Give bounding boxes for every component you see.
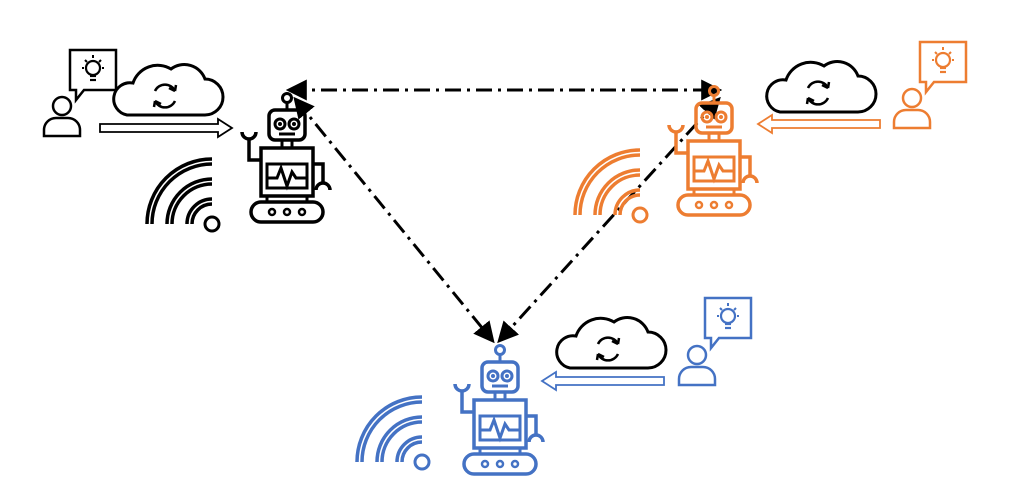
- wireless-signal-icon: [355, 395, 431, 471]
- cloud-sync-icon: [765, 60, 878, 114]
- hollow-arrow-right: [99, 117, 234, 139]
- link-agent2-agent3: [497, 96, 721, 344]
- link-agent1-agent3: [293, 96, 495, 344]
- user-icon: [677, 344, 717, 387]
- agent-2-group: [573, 40, 968, 224]
- robot-icon: [240, 91, 332, 224]
- lightbulb-speech-bubble-icon: [703, 296, 753, 350]
- hollow-arrow-left: [540, 370, 665, 392]
- lightbulb-speech-bubble-icon: [68, 48, 118, 102]
- cloud-sync-icon: [555, 316, 668, 370]
- connection-lines: [285, 79, 723, 344]
- agent-1-group: [42, 48, 332, 233]
- cloud-sync-icon: [112, 63, 225, 117]
- agent-3-group: [355, 296, 753, 476]
- user-icon: [42, 95, 82, 138]
- wireless-signal-icon: [573, 148, 649, 224]
- lightbulb-speech-bubble-icon: [918, 40, 968, 94]
- robot-icon: [453, 343, 545, 476]
- wireless-signal-icon: [145, 157, 221, 233]
- user-icon: [892, 87, 932, 130]
- hollow-arrow-left: [756, 113, 881, 135]
